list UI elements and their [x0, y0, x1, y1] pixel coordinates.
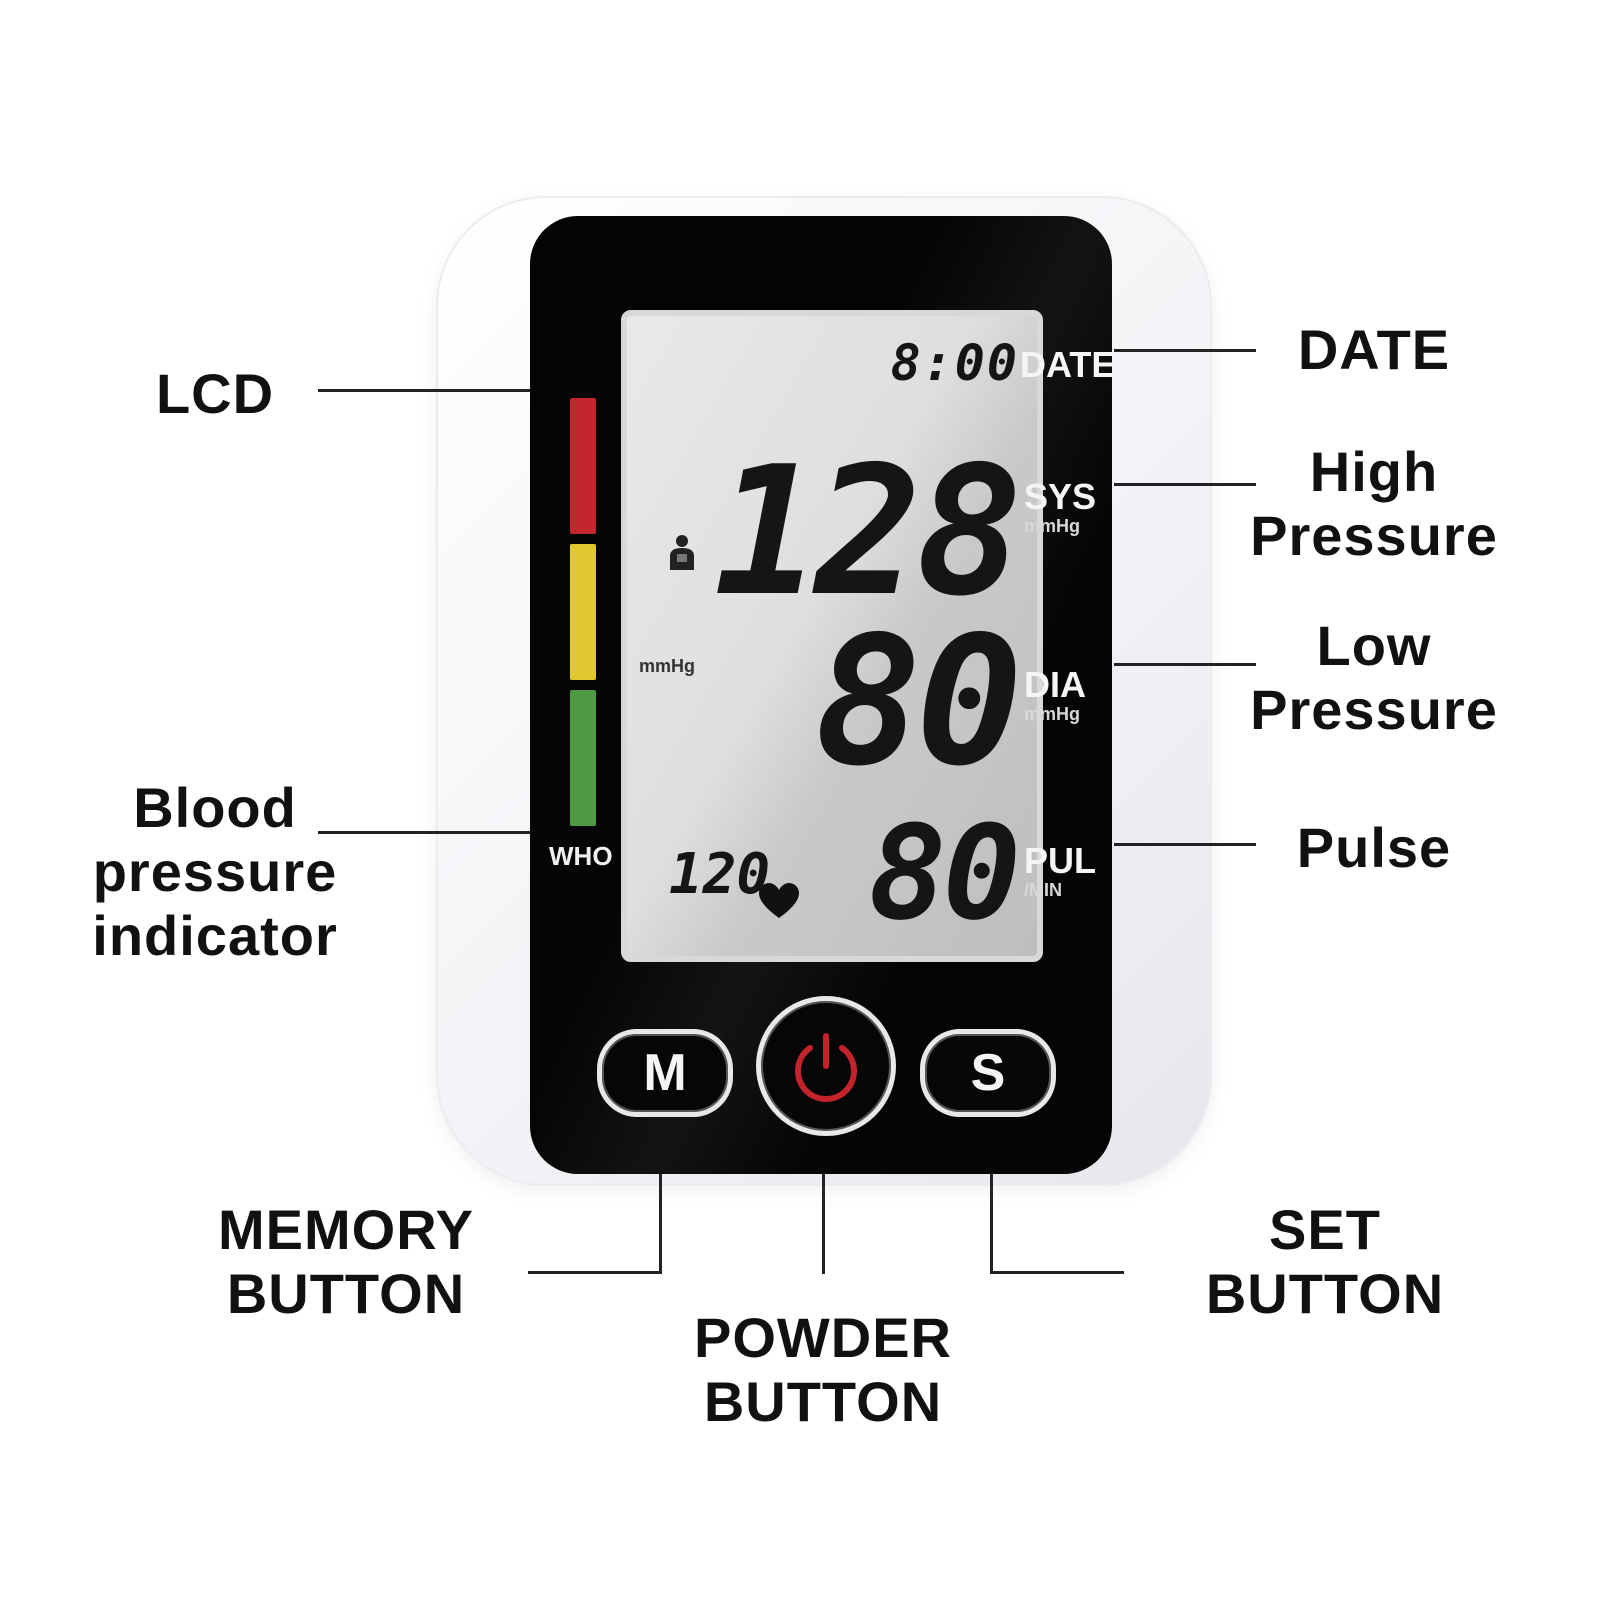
leader-high-pressure: [1114, 483, 1256, 486]
callout-bp-indicator: Blood pressure indicator: [92, 776, 338, 967]
leader-low-pressure: [1114, 663, 1256, 666]
callout-memory-button: MEMORY BUTTON: [218, 1198, 474, 1325]
leader-memory-vertical: [659, 1174, 662, 1274]
leader-pulse: [1114, 843, 1256, 846]
callout-set-button: SET BUTTON: [1205, 1198, 1445, 1325]
sys-side-label: SYS mmHg: [1024, 476, 1097, 537]
lcd-date: 8:00: [890, 334, 1019, 392]
callout-lcd: LCD: [155, 362, 275, 425]
date-side-label: DATE: [1020, 344, 1116, 385]
who-label: WHO: [549, 841, 613, 871]
user-icon: [670, 535, 694, 570]
power-button[interactable]: [756, 996, 896, 1136]
lcd-systolic: 128: [713, 428, 1023, 635]
callout-pulse: Pulse: [1296, 816, 1452, 879]
leader-memory-horizontal: [528, 1271, 662, 1274]
leader-power: [822, 1174, 825, 1274]
leader-set-vertical: [990, 1174, 993, 1274]
who-indicator-green: [570, 690, 596, 826]
lcd-pulse: 80: [868, 797, 1021, 949]
pul-side-label: PUL /MIN: [1024, 840, 1096, 901]
heart-icon: [759, 883, 799, 918]
set-button[interactable]: S: [920, 1029, 1056, 1117]
callout-date: DATE: [1297, 318, 1451, 381]
memory-button[interactable]: M: [597, 1029, 733, 1117]
lcd-unit: mmHg: [639, 656, 696, 676]
lcd-diastolic: 80: [814, 598, 1023, 805]
lcd-screen: 8:00 128 mmHg 80 120 80: [621, 310, 1043, 962]
leader-date: [1114, 349, 1256, 352]
callout-power-button: POWDER BUTTON: [694, 1306, 952, 1433]
callout-high-pressure: High Pressure: [1250, 440, 1498, 567]
leader-bp-indicator: [318, 831, 530, 834]
who-indicator-yellow: [570, 544, 596, 680]
leader-set-horizontal: [990, 1271, 1124, 1274]
lcd-memory-value: 120: [669, 842, 771, 907]
callout-low-pressure: Low Pressure: [1250, 614, 1498, 741]
dia-side-label: DIA mmHg: [1024, 664, 1086, 725]
leader-lcd: [318, 389, 530, 392]
power-icon: [795, 1033, 857, 1102]
who-indicator-red: [570, 398, 596, 534]
